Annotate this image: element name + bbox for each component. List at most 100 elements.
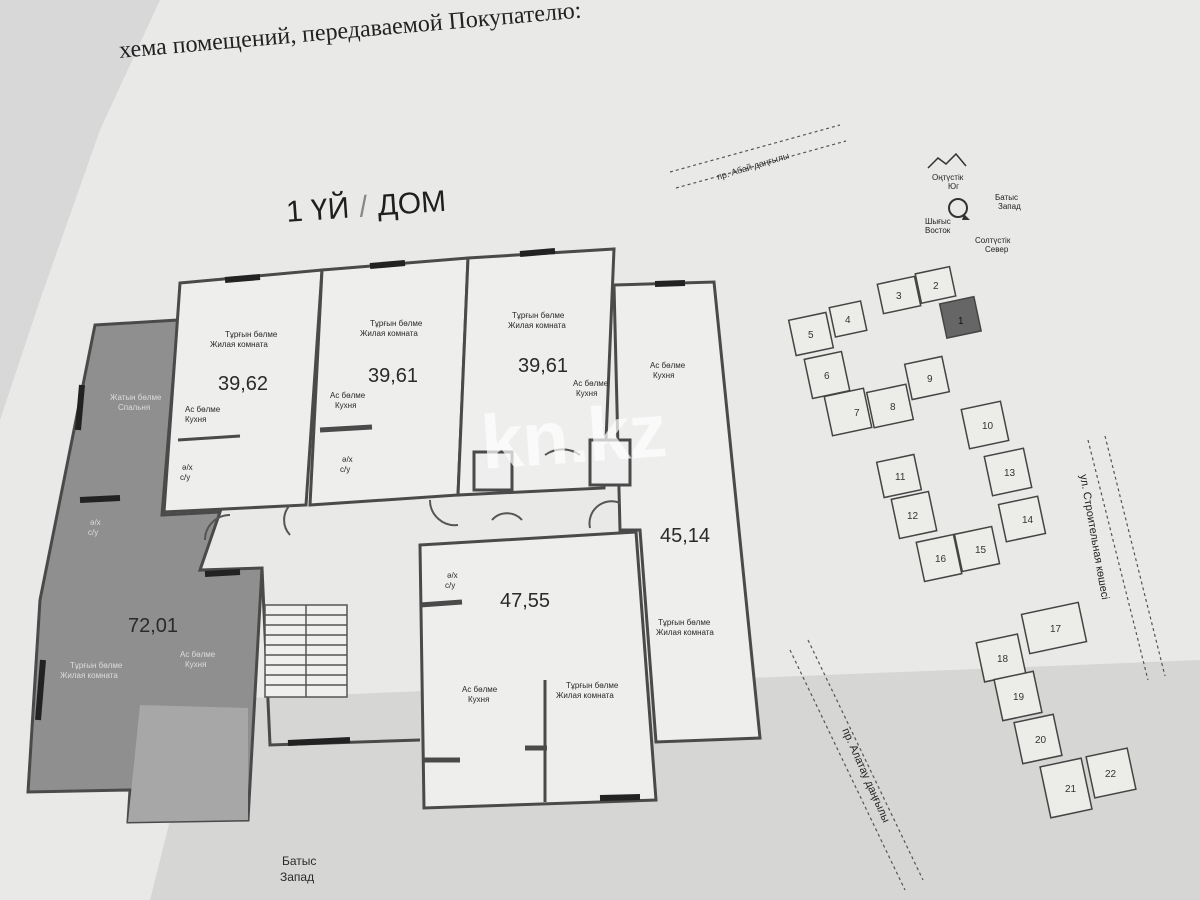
block-9: 9 (903, 355, 951, 401)
svg-text:4: 4 (845, 315, 851, 326)
svg-text:13: 13 (1004, 468, 1016, 479)
bath-partition-1 (177, 434, 241, 442)
bedroom-apt5-l2: Жилая комната (556, 691, 614, 700)
title-separator: / (358, 190, 369, 224)
block-10: 10 (960, 400, 1010, 450)
door-swings (204, 448, 621, 541)
bath-partition-2 (319, 424, 373, 433)
compass-south-l2: Юг (948, 182, 959, 191)
block-15: 15 (953, 525, 1001, 573)
bath-apt1-l2: с/у (180, 473, 190, 482)
block-1: 1 (938, 295, 983, 340)
bath-apt2-l1: ә/х (342, 455, 353, 464)
bedroom-apt6-l1: Тұрғын бөлме (70, 661, 123, 670)
bath-partition-3 (419, 599, 463, 608)
page-shadow (150, 660, 1200, 900)
compass-west-l2: Запад (998, 202, 1021, 211)
bedroom-apt4-l2: Жилая комната (656, 628, 714, 637)
svg-text:19: 19 (1013, 692, 1025, 703)
svg-text:12: 12 (907, 511, 919, 522)
svg-text:18: 18 (997, 654, 1009, 665)
kitchen-apt2-l1: Ас бөлме (330, 391, 366, 400)
kitchen-apt4-l1: Ас бөлме (650, 361, 686, 370)
svg-text:21: 21 (1065, 784, 1077, 795)
floor-plan (26, 247, 762, 824)
area-apt2: 39,61 (368, 365, 418, 387)
compass-icon (948, 198, 968, 218)
plan-labels: 39,62 39,61 39,61 45,14 47,55 72,01 Тұрғ… (60, 311, 714, 884)
block-21: 21 (1039, 757, 1093, 819)
apartment-45-14-outline (612, 280, 762, 744)
bedroom-apt1-l1: Тұрғын бөлме (225, 330, 278, 339)
bath-apt2-l2: с/у (340, 465, 350, 474)
apartment-39-61b-outline (456, 247, 616, 497)
block-19: 19 (993, 670, 1043, 722)
bath-apt5-l1: ә/х (447, 571, 458, 580)
block-22: 22 (1085, 747, 1137, 799)
bath-apt5-l2: с/у (445, 581, 455, 590)
kitchen-apt4-l2: Кухня (653, 371, 674, 380)
svg-text:3: 3 (896, 291, 902, 302)
bedroom-apt4-l1: Тұрғын бөлме (658, 618, 711, 627)
block-3: 3 (876, 275, 922, 315)
kitchen-apt5-l2: Кухня (468, 695, 489, 704)
svg-text:6: 6 (824, 371, 830, 382)
bedroom-apt2-l2: Жилая комната (360, 329, 418, 338)
compass-east-l2: Восток (925, 226, 951, 235)
windows (35, 248, 686, 801)
block-11: 11 (875, 453, 923, 499)
apartment-72-lower (128, 705, 248, 822)
block-8: 8 (865, 383, 915, 429)
street-lines (669, 124, 1166, 891)
kitchen-apt6-l2: Кухня (185, 660, 206, 669)
block-20: 20 (1013, 713, 1063, 765)
block-4: 4 (828, 300, 868, 338)
svg-text:5: 5 (808, 330, 814, 341)
svg-text:2: 2 (933, 281, 939, 292)
area-apt1: 39,62 (218, 373, 268, 395)
compass-south-l1: Оңтүстік (932, 173, 964, 182)
block-5: 5 (787, 311, 835, 357)
svg-text:7: 7 (854, 408, 860, 419)
bedroom-apt6-l2: Жилая комната (60, 671, 118, 680)
block-13: 13 (983, 447, 1033, 497)
kitchen-apt3-l2: Кухня (576, 389, 597, 398)
bedroom-apt5-l1: Тұрғын бөлме (566, 681, 619, 690)
staircase (264, 604, 348, 698)
area-apt6: 72,01 (128, 615, 178, 637)
block-7: 7 (823, 387, 873, 437)
top-label-apt6-l2: Спальня (118, 403, 150, 412)
compass-west-l1: Батыс (995, 193, 1018, 202)
bath-apt6-l1: ә/х (90, 518, 101, 527)
kitchen-apt2-l2: Кухня (335, 401, 356, 410)
svg-text:15: 15 (975, 545, 987, 556)
svg-text:17: 17 (1050, 624, 1062, 635)
svg-text:1: 1 (958, 316, 964, 327)
kitchen-apt5-l1: Ас бөлме (462, 685, 498, 694)
svg-text:20: 20 (1035, 735, 1047, 746)
bath-box-3b (588, 438, 632, 487)
mountains-icon (927, 152, 967, 169)
